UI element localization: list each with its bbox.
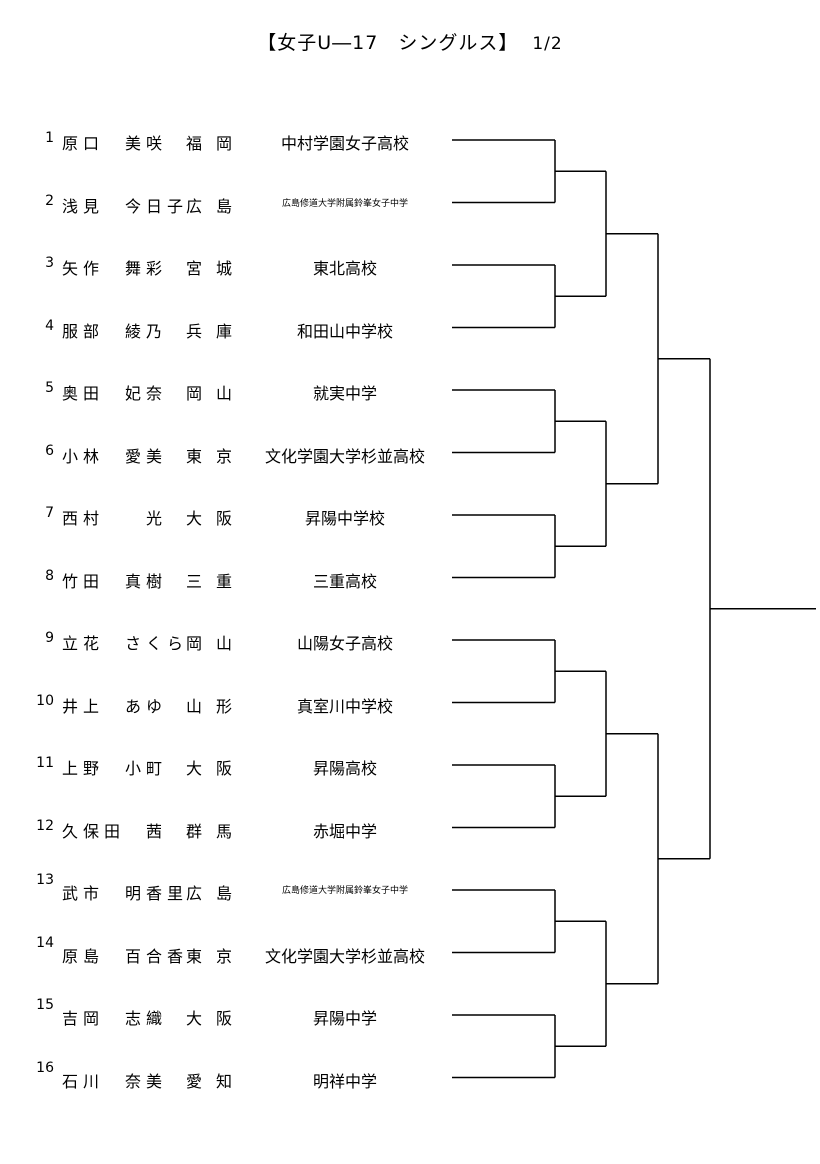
player-row: 1 原口 美咲福岡 中村学園女子高校	[0, 130, 450, 160]
page-indicator: 1/2	[532, 34, 563, 54]
player-name: 原口 美咲	[62, 134, 168, 153]
seed-number: 4	[45, 317, 54, 334]
player-row: 13 武市 明香里広島 広島修道大学附属鈴峯女子中学	[0, 872, 450, 910]
seed-number: 5	[45, 380, 54, 396]
player-prefecture: 大阪	[186, 1009, 247, 1028]
player-school: 広島修道大学附属鈴峯女子中学	[281, 886, 408, 896]
player-name: 久保田 茜	[62, 821, 168, 841]
player-name: 西村 光	[62, 509, 168, 528]
seed-number: 7	[45, 505, 54, 521]
player-school: 文化学園大学杉並高校	[264, 446, 425, 466]
player-name: 武市 明香里	[62, 884, 189, 903]
player-prefecture: 福岡	[186, 134, 247, 153]
player-row: 16 石川 奈美愛知 明祥中学	[0, 1060, 450, 1098]
player-school: 明祥中学	[312, 1071, 377, 1091]
player-name: 上野 小町	[62, 759, 168, 778]
player-name: 吉岡 志織	[62, 1009, 168, 1028]
player-school: 三重高校	[312, 571, 377, 591]
player-row: 10 井上 あゆ山形 真室川中学校	[0, 693, 450, 723]
seed-number: 13	[36, 872, 54, 888]
player-row: 14 原島 百合香東京文化学園大学杉並高校	[0, 935, 450, 973]
player-row: 11 上野 小町大阪 昇陽高校	[0, 755, 450, 785]
player-prefecture: 三重	[186, 571, 247, 591]
player-prefecture: 宮城	[186, 259, 247, 278]
player-row: 3 矢作 舞彩宮城 東北高校	[0, 255, 450, 285]
title-text: 【女子U―17 シングルス】	[257, 32, 519, 54]
player-school: 東北高校	[312, 259, 377, 278]
player-row: 15 吉岡 志織大阪 昇陽中学	[0, 997, 450, 1035]
player-name: 矢作 舞彩	[62, 259, 168, 278]
player-row: 6 小林 愛美東京文化学園大学杉並高校	[0, 443, 450, 473]
player-school: 広島修道大学附属鈴峯女子中学	[281, 198, 408, 209]
player-prefecture: 愛知	[186, 1071, 247, 1091]
player-prefecture: 広島	[186, 196, 247, 216]
player-prefecture: 群馬	[186, 821, 247, 841]
seed-number: 3	[45, 255, 54, 271]
player-school: 赤堀中学	[312, 821, 377, 841]
seed-number: 14	[36, 934, 54, 951]
seed-number: 16	[36, 1059, 54, 1076]
player-prefecture: 広島	[186, 884, 247, 903]
player-name: 原島 百合香	[62, 946, 189, 966]
player-name: 浅見 今日子	[62, 196, 189, 216]
player-school: 就実中学	[312, 384, 377, 403]
player-school: 中村学園女子高校	[280, 134, 409, 153]
bracket-title: 【女子U―17 シングルス】 1/2	[0, 28, 820, 55]
player-prefecture: 山形	[186, 696, 247, 716]
player-name: 石川 奈美	[62, 1071, 168, 1091]
player-school: 昇陽中学校	[304, 509, 385, 528]
player-name: 奥田 妃奈	[62, 384, 168, 403]
seed-number: 6	[45, 442, 54, 459]
player-row: 7 西村 光大阪 昇陽中学校	[0, 505, 450, 535]
player-prefecture: 岡山	[186, 384, 247, 403]
seed-number: 15	[36, 997, 54, 1013]
player-prefecture: 東京	[186, 446, 247, 466]
player-row: 9 立花 さくら岡山 山陽女子高校	[0, 630, 450, 660]
player-prefecture: 兵庫	[186, 321, 247, 341]
seed-number: 8	[45, 567, 54, 584]
seed-number: 12	[36, 817, 54, 834]
player-school: 昇陽高校	[312, 759, 377, 778]
seed-number: 1	[45, 130, 54, 146]
seed-number: 11	[36, 755, 54, 771]
player-row: 5 奥田 妃奈岡山 就実中学	[0, 380, 450, 410]
player-school: 和田山中学校	[296, 321, 393, 341]
seed-number: 10	[36, 692, 54, 709]
player-name: 井上 あゆ	[62, 696, 168, 716]
player-prefecture: 大阪	[186, 509, 247, 528]
player-row: 4 服部 綾乃兵庫 和田山中学校	[0, 318, 450, 348]
player-prefecture: 岡山	[186, 634, 247, 653]
player-prefecture: 大阪	[186, 759, 247, 778]
player-school: 昇陽中学	[312, 1009, 377, 1028]
seed-number: 2	[45, 192, 54, 209]
player-school: 文化学園大学杉並高校	[264, 946, 425, 966]
seed-number: 9	[45, 630, 54, 646]
player-name: 服部 綾乃	[62, 321, 168, 341]
player-row: 2 浅見 今日子広島 広島修道大学附属鈴峯女子中学	[0, 193, 450, 223]
player-row: 8 竹田 真樹三重 三重高校	[0, 568, 450, 598]
player-prefecture: 東京	[186, 946, 247, 966]
player-school: 真室川中学校	[296, 696, 393, 716]
player-name: 立花 さくら	[62, 634, 189, 653]
player-school: 山陽女子高校	[296, 634, 393, 653]
player-row: 12 久保田 茜群馬 赤堀中学	[0, 818, 450, 848]
player-name: 竹田 真樹	[62, 571, 168, 591]
player-name: 小林 愛美	[62, 446, 168, 466]
